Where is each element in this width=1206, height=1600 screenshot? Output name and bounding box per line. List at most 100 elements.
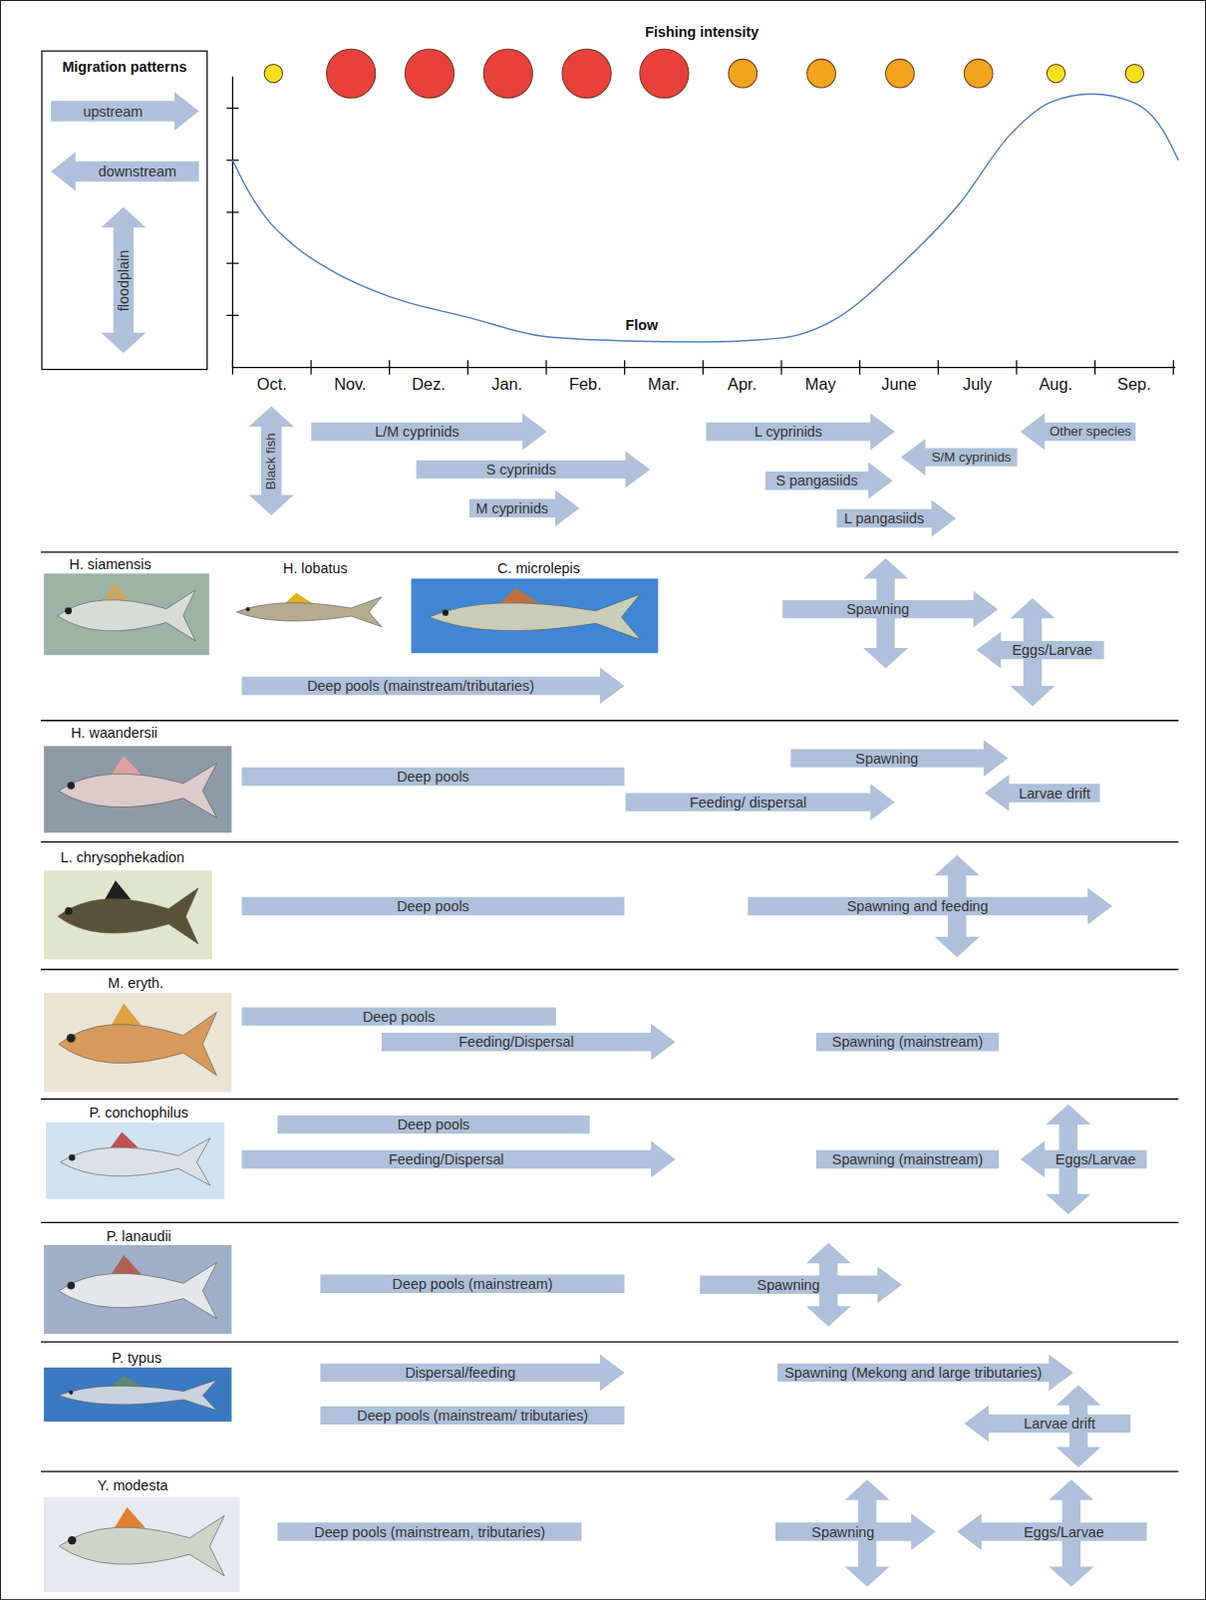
migration-arrow: S cyprinids [416,450,650,488]
fish-fin [110,1131,139,1148]
month-label: Oct. [257,375,288,394]
arrow-fill [242,897,625,915]
fish-eye [67,781,75,789]
arrow-fill [242,666,625,704]
month-label: Nov. [333,375,366,394]
arrow-fill [625,783,896,821]
migration-arrow: Feeding/Dispersal [242,1140,676,1178]
arrow-label: floodplain [114,249,133,310]
fish-eye [67,1535,76,1544]
migration-arrow: Spawning [782,558,998,669]
arrow-fill [416,450,650,488]
arrow-fill [319,1353,624,1391]
migration-arrow: L cyprinids [705,413,895,451]
species-name: P. conchophilus [89,1103,189,1122]
arrow-fill [747,888,1112,925]
arrow-label: Deep pools [396,767,470,786]
intensity-dot [963,58,993,88]
x-tick [467,359,469,374]
arrow-label: Spawning (Mekong and large tributaries) [784,1363,1042,1382]
arrow-label: Eggs/Larvae [1012,640,1093,659]
arrow-fill [901,438,1018,476]
fish-photo [43,1244,232,1334]
arrow-fill [836,500,956,538]
arrow-label: Spawning [846,600,909,618]
x-tick [859,359,861,374]
arrow-fill [984,774,1101,812]
arrow-label: Dispersal/feeding [404,1363,516,1382]
fish-fin [114,1507,146,1528]
fish-body [236,597,382,627]
arrow-fill [816,1032,999,1051]
fish-body [58,1011,217,1076]
species-name: M. eryth. [107,973,164,992]
x-tick [623,359,625,374]
legend-box [41,50,208,369]
row-separator [40,841,1179,843]
photo-ground [43,1497,241,1592]
arrow-fill [705,413,895,451]
legend-item: upstream [50,91,199,131]
migration-arrow: Eggs/Larvae [976,598,1105,707]
fish-eye [246,606,251,611]
photo-ground [43,992,232,1092]
arrow-label: L pangasiids [844,509,924,528]
x-tick [388,359,390,374]
arrow-label: L/M cyprinids [374,422,459,441]
fish-photo [43,1497,241,1592]
migration-arrow: M cyprinids [469,489,581,527]
fish-body [58,1379,217,1411]
fish-photo [236,593,382,627]
arrow-fill [277,1115,590,1134]
intensity-dot [1046,63,1065,82]
species-name: Y. modesta [97,1475,169,1494]
photo-ground [45,1122,225,1200]
flow-curve [232,93,1179,342]
fish-fin [111,1254,142,1274]
arrow-label: Eggs/Larvae [1055,1150,1136,1169]
arrow-label: Feeding/Dispersal [458,1032,575,1051]
migration-arrow: Other species [1020,413,1137,451]
photo-ground [43,870,213,959]
arrow-fill [242,767,625,786]
arrow-label: Spawning [757,1275,821,1294]
fish-eye [68,1154,75,1161]
fish-body [58,1262,217,1319]
fish-body [58,763,217,819]
fish-eye [64,906,73,915]
arrow-label: L cyprinids [754,422,823,441]
migration-arrow: Deep pools [242,897,625,915]
intensity-dot [1125,63,1144,82]
fish-photo [43,745,232,833]
migration-arrow: Eggs/Larvae [956,1479,1147,1586]
species-name: H. lobatus [283,559,348,578]
y-tick [226,314,239,316]
arrow-fill [956,1512,1147,1550]
legend-item: downstream [50,152,199,192]
fish-photo [43,1367,232,1422]
x-tick [702,359,704,374]
migration-arrow: Spawning (mainstream) [816,1032,999,1051]
intensity-dot [728,58,758,88]
arrow-fill [790,739,1008,777]
fish-fin [285,593,312,603]
migration-arrow: Feeding/ dispersal [625,783,896,821]
species-name: C. microlepis [497,559,581,578]
fish-photo [45,1122,225,1200]
arrow-fill [765,462,894,500]
migration-arrow: Spawning (mainstream) [816,1150,999,1169]
species-name: L. chrysophekadion [60,848,185,867]
fish-fin [111,1003,142,1026]
row-separator [40,551,1179,553]
fish-body [60,1138,211,1186]
migration-arrow: Deep pools (mainstream/tributaries) [242,666,625,704]
fish-photo [43,870,213,959]
y-tick [226,211,239,213]
arrow-label: Deep pools [396,897,470,915]
arrow-label: Larvae drift [1023,1414,1096,1433]
x-tick [1015,359,1017,374]
fish-fin [111,1375,142,1386]
arrow-label: Deep pools [397,1115,471,1134]
month-label: July [962,375,992,394]
row-separator [40,1098,1179,1100]
